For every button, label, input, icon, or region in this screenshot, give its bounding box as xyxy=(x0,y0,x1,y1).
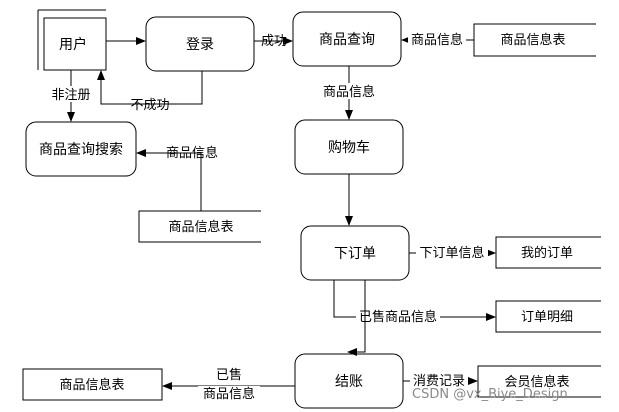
order-detail-store: 订单明细 xyxy=(495,300,601,333)
order-detail-label: 订单明细 xyxy=(521,310,573,325)
login-process: 登录 xyxy=(145,16,255,72)
flow-product-info-top-label: 商品信息 xyxy=(411,32,463,48)
product-query-label: 商品查询 xyxy=(319,32,375,48)
member-table-label: 会员信息表 xyxy=(504,374,569,390)
flow-sold-line1-label: 已售 xyxy=(216,367,242,383)
product-table-store-bottom: 商品信息表 xyxy=(22,368,163,401)
product-search-label: 商品查询搜索 xyxy=(39,141,123,158)
flow-fail-label: 不成功 xyxy=(130,98,169,113)
flow-order-info-label: 下订单信息 xyxy=(419,245,484,261)
place-order-label: 下订单 xyxy=(334,246,376,262)
login-label: 登录 xyxy=(186,37,214,53)
product-table-store-top: 商品信息表 xyxy=(473,23,596,57)
member-table-store: 会员信息表 xyxy=(477,365,601,398)
flow-product-info-search-label: 商品信息 xyxy=(166,145,218,161)
flow-sold-line2-label: 商品信息 xyxy=(203,386,255,402)
product-query-process: 商品查询 xyxy=(292,11,402,67)
flow-success-label: 成功 xyxy=(261,34,287,49)
flow-consume-record-label: 消费记录 xyxy=(413,374,465,389)
csdn-watermark: CSDN @vx_Biye_Design xyxy=(412,387,568,402)
user-entity: 用户 xyxy=(37,9,107,71)
product-table-store-mid: 商品信息表 xyxy=(138,210,261,243)
my-orders-store: 我的订单 xyxy=(495,236,601,269)
flow-product-info-cart-label: 商品信息 xyxy=(323,84,375,100)
flow-order-to-detail xyxy=(333,280,496,321)
checkout-process: 结账 xyxy=(294,353,404,409)
cart-process: 购物车 xyxy=(294,119,404,175)
place-order-process: 下订单 xyxy=(300,225,410,281)
flow-table-to-search xyxy=(136,149,202,211)
flow-order-to-checkout xyxy=(347,280,366,356)
checkout-label: 结账 xyxy=(335,374,363,390)
flow-unregistered-label: 非注册 xyxy=(51,88,90,103)
product-table-mid-label: 商品信息表 xyxy=(168,219,233,235)
product-table-top-label: 商品信息表 xyxy=(500,32,565,48)
product-table-bottom-label: 商品信息表 xyxy=(59,377,124,393)
flow-login-fail xyxy=(97,70,203,105)
user-label: 用户 xyxy=(59,36,87,53)
cart-label: 购物车 xyxy=(328,139,370,156)
flow-sold-info-label: 已售商品信息 xyxy=(359,309,437,325)
my-orders-label: 我的订单 xyxy=(521,245,573,261)
product-search-process: 商品查询搜索 xyxy=(25,121,137,177)
